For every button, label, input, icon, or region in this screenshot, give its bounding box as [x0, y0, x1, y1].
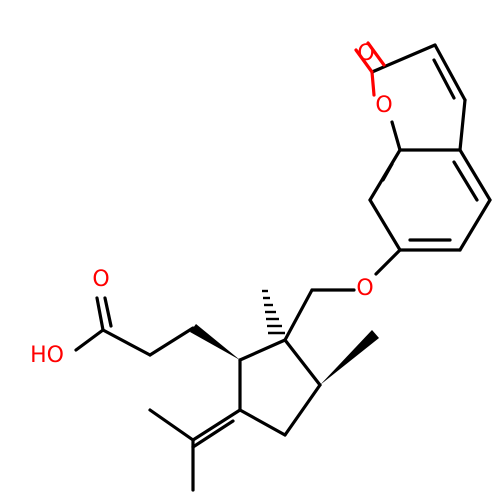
bond-ext-me1	[148, 408, 195, 442]
bond-c5r-ext	[191, 408, 242, 442]
bond-ch2-cq	[283, 288, 314, 342]
ring-oxygen-label: O	[375, 93, 392, 118]
bond-c3-c4-inner	[432, 58, 456, 100]
bond-c2-carbonyl-a	[354, 48, 374, 74]
bond-c5r-ext-inner	[191, 419, 235, 449]
bond-c2-carbonyl-b	[366, 41, 386, 67]
bond-c2-c3	[370, 43, 437, 74]
bond-c8-c7	[368, 198, 402, 252]
bond-cooh-dbl-a	[95, 296, 105, 332]
bond-cq-c3	[283, 338, 322, 387]
bond-cooh-oh	[74, 328, 105, 352]
bond-c6r-cq	[238, 338, 287, 362]
bond-ch2b-cooh	[101, 328, 152, 357]
bond-c8a-o1	[390, 120, 402, 152]
carbonyl-oxygen-label: O	[357, 41, 374, 66]
bond-c5-c4a-inner	[452, 160, 479, 202]
bond-c7-oether	[374, 248, 402, 276]
bond-cooh-dbl-b	[103, 296, 113, 328]
bond-c6-c5	[458, 198, 492, 252]
bond-ch2a-ch2b	[148, 326, 195, 357]
acid-hydroxyl-label: HO	[30, 343, 64, 368]
ether-oxygen-label: O	[356, 276, 373, 301]
hashed-methyl-bond	[262, 289, 285, 335]
bond-c3-c4r	[283, 383, 322, 437]
bond-c4r-c5r	[238, 408, 287, 437]
bond-o1-c2	[370, 70, 376, 97]
bond-c8a-c8-inner	[381, 162, 394, 182]
acid-carbonyl-oxygen-label: O	[92, 267, 109, 292]
bond-c3-c4	[433, 43, 467, 102]
bond-c5-c4a	[458, 148, 492, 202]
bond-c4-c4a	[458, 98, 467, 152]
wedge-methyl-bond	[320, 330, 379, 385]
wedge-chain-bond	[190, 324, 240, 360]
